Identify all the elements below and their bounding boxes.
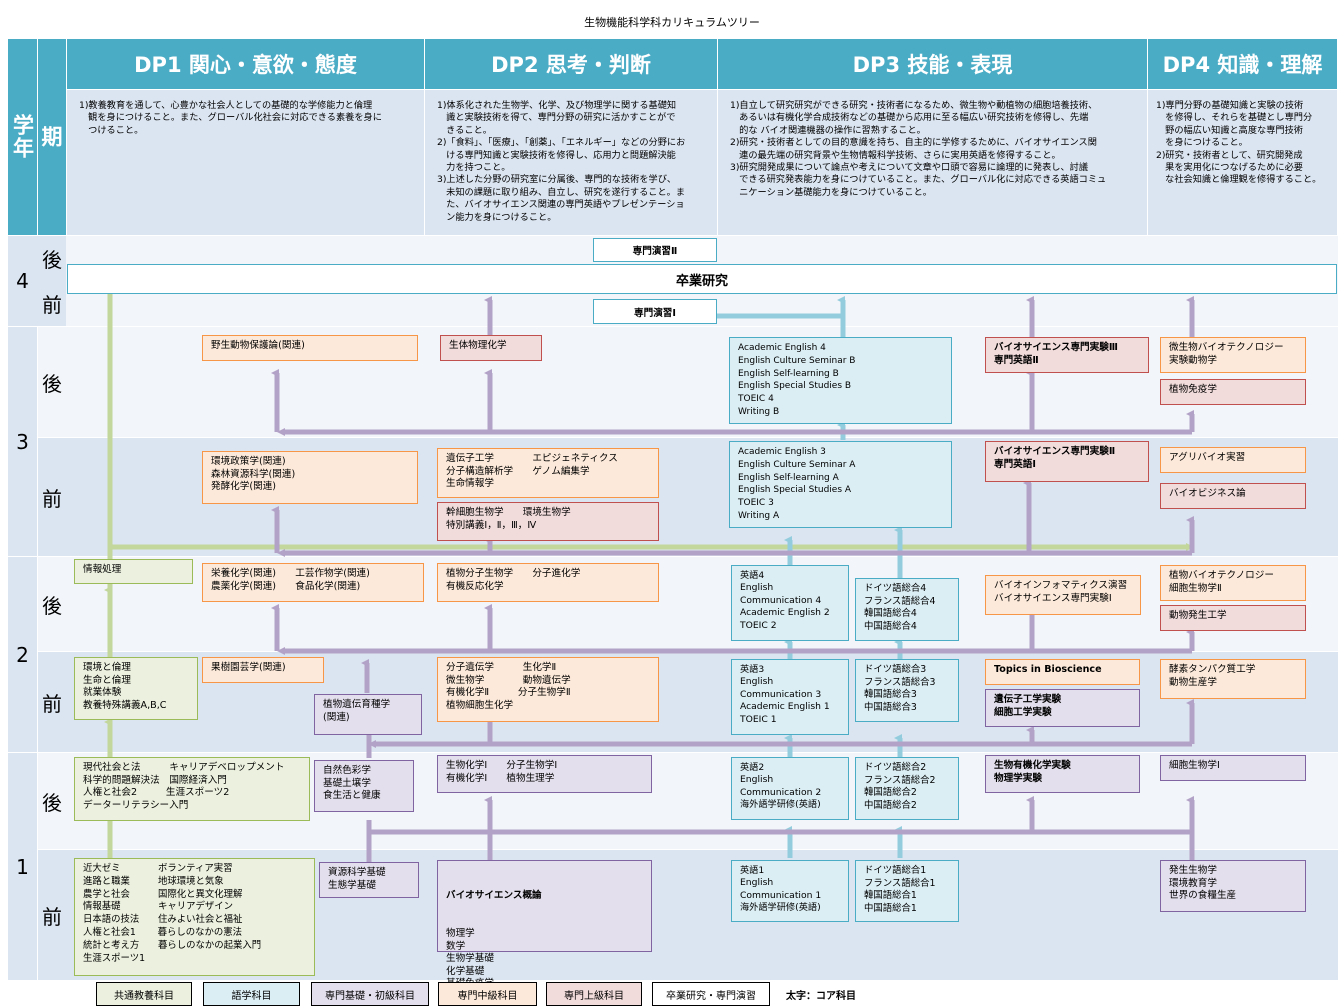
course-biobusiness: バイオビジネス論 xyxy=(1160,483,1306,509)
course-microbial-biotech: 微生物バイオテクノロジー 実験動物学 xyxy=(1160,337,1306,373)
legend-advanced: 専門上級科目 xyxy=(546,982,642,1006)
term-y4-late: 後 xyxy=(38,236,66,280)
grade-header: 学年 xyxy=(8,39,37,235)
grade-2: 2 xyxy=(8,557,37,752)
term-y4-early: 前 xyxy=(38,281,66,326)
course-resource-science: 資源科学基礎 生態学基礎 xyxy=(319,862,419,898)
course-info-processing: 情報処理 xyxy=(74,559,193,584)
dp2-title: DP2 思考・判断 xyxy=(425,39,717,89)
term-header: 期 xyxy=(38,39,66,235)
legend-basic: 専門基礎・初級科目 xyxy=(311,982,429,1006)
course-wildlife: 野生動物保護論(関連) xyxy=(202,335,418,361)
course-env-policy: 環境政策学(関連) 森林資源科学(関連) 発酵化学(関連) xyxy=(202,451,418,504)
term-y3-late: 後 xyxy=(38,327,66,437)
course-english-y3-late: Academic English 4 English Culture Semin… xyxy=(729,337,952,424)
course-genetic-eng: 遺伝子工学 エピジェネティクス 分子構造解析学 ゲノム編集学 生命情報学 xyxy=(437,448,659,498)
term-y1-early: 前 xyxy=(38,850,66,980)
course-lang-1: ドイツ語総合1 フランス語総合1 韓国語総合1 中国語総合1 xyxy=(855,860,959,922)
course-lang-2: ドイツ語総合2 フランス語総合2 韓国語総合2 中国語総合2 xyxy=(855,757,959,820)
course-bioscience-intro: バイオサイエンス概論 物理学 数学 生物学基礎 化学基礎 基礎免疫学 xyxy=(437,860,652,989)
course-lang-3: ドイツ語総合3 フランス語総合3 韓国語総合3 中国語総合3 xyxy=(855,659,959,722)
page-title: 生物機能科学科カリキュラムツリー xyxy=(584,16,760,29)
course-biophysical-chem: 生体物理化学 xyxy=(440,335,542,361)
dp3-title: DP3 技能・表現 xyxy=(718,39,1147,89)
seminar-2: 専門演習Ⅱ xyxy=(593,238,717,262)
course-gene-eng-exp: 遺伝子工学実験 細胞工学実験 xyxy=(985,689,1140,727)
grade-4: 4 xyxy=(8,236,37,326)
course-bioscience-exp-3: バイオサイエンス専門実験Ⅲ 専門英語Ⅱ xyxy=(985,337,1149,373)
course-enzyme-protein: 酵素タンパク質工学 動物生産学 xyxy=(1160,659,1306,699)
course-lang-4: ドイツ語総合4 フランス語総合4 韓国語総合4 中国語総合4 xyxy=(855,578,959,641)
dp4-title: DP4 知識・理解 xyxy=(1148,39,1337,89)
course-cell-bio-1: 細胞生物学Ⅰ xyxy=(1160,755,1306,781)
course-stemcell-bio: 幹細胞生物学 環境生物学 特別講義Ⅰ，Ⅱ，Ⅲ，Ⅳ xyxy=(437,502,659,541)
course-plant-biotech: 植物バイオテクノロジー 細胞生物学Ⅱ xyxy=(1160,565,1306,601)
course-env-ethics: 環境と倫理 生命と倫理 就業体験 教養特殊講義A,B,C xyxy=(74,657,198,720)
grade-header-label: 学年 xyxy=(10,114,35,160)
course-bioscience-intro-title: バイオサイエンス概論 xyxy=(446,890,542,902)
course-molecular-genetics: 分子遺伝学 生化学Ⅱ 微生物学 動物遺伝学 有機化学Ⅱ 分子生物学Ⅱ 植物細胞生… xyxy=(437,657,659,722)
course-animal-dev-eng: 動物発生工学 xyxy=(1160,605,1306,631)
course-kindai-seminar: 近大ゼミ ボランティア実習 進路と職業 地球環境と気象 農学と社会 国際化と異文… xyxy=(74,858,315,976)
course-plant-breeding: 植物遺伝育種学 (関連) xyxy=(314,694,422,735)
seminar-1: 専門演習Ⅰ xyxy=(593,299,717,324)
course-modern-society: 現代社会と法 キャリアデベロップメント 科学的問題解決法 国際経済入門 人権と社… xyxy=(74,757,310,821)
course-plant-molecular: 植物分子生物学 分子進化学 有機反応化学 xyxy=(437,563,659,602)
course-bioscience-exp-2: バイオサイエンス専門実験Ⅱ 専門英語Ⅰ xyxy=(985,441,1149,482)
course-english-2: 英語2 English Communication 2 海外語学研修(英語) xyxy=(731,757,849,820)
term-y3-early: 前 xyxy=(38,438,66,556)
course-bioinformatics: バイオインフォマティクス演習 バイオサイエンス専門実験Ⅰ xyxy=(985,575,1141,615)
dp4-description: 1)専門分野の基礎知識と実験の技術 を修得し、それらを基礎とし専門分 野の幅広い… xyxy=(1148,90,1337,235)
course-developmental-bio: 発生生物学 環境教育学 世界の食糧生産 xyxy=(1160,860,1306,912)
legend-core-note: 太字：コア科目 xyxy=(786,990,856,1002)
dp1-description: 1)教養教育を通して、心豊かな社会人としての基礎的な学修能力と倫理 観を身につけ… xyxy=(67,90,424,235)
grade-1: 1 xyxy=(8,753,37,980)
course-plant-immunology: 植物免疫学 xyxy=(1160,379,1306,405)
term-header-label: 期 xyxy=(41,125,63,149)
legend-language: 語学科目 xyxy=(203,982,300,1006)
dp1-title: DP1 関心・意欲・態度 xyxy=(67,39,424,89)
term-y2-late: 後 xyxy=(38,557,66,651)
grade-3: 3 xyxy=(8,327,37,556)
course-english-y3-early: Academic English 3 English Culture Semin… xyxy=(729,441,952,528)
course-bio-organic-exp: 生物有機化学実験 物理学実験 xyxy=(985,755,1140,793)
course-nutrition-chem: 栄養化学(関連) 工芸作物学(関連) 農薬化学(関連) 食品化学(関連) xyxy=(202,563,424,602)
dp3-description: 1)自立して研究研究ができる研究・技術者になるため、微生物や動植物の細胞培養技術… xyxy=(718,90,1147,235)
course-biochem-1: 生物化学Ⅰ 分子生物学Ⅰ 有機化学Ⅰ 植物生理学 xyxy=(437,755,652,793)
course-english-1: 英語1 English Communication 1 海外語学研修(英語) xyxy=(731,860,849,922)
course-agribio-practice: アグリバイオ実習 xyxy=(1160,447,1306,473)
legend-middle: 専門中級科目 xyxy=(438,982,537,1006)
course-english-4: 英語4 English Communication 4 Academic Eng… xyxy=(731,565,849,641)
course-natural-color: 自然色彩学 基礎土壌学 食生活と健康 xyxy=(314,760,414,812)
term-y1-late: 後 xyxy=(38,753,66,849)
term-y2-early: 前 xyxy=(38,652,66,752)
course-fruit-horticulture: 果樹園芸学(関連) xyxy=(202,657,324,683)
dp2-description: 1)体系化された生物学、化学、及び物理学に関する基礎知 識と実験技術を得て、専門… xyxy=(425,90,717,235)
legend-common: 共通教養科目 xyxy=(96,982,192,1006)
course-english-3: 英語3 English Communication 3 Academic Eng… xyxy=(731,659,849,735)
graduation-research: 卒業研究 xyxy=(67,264,1337,294)
legend-thesis: 卒業研究・専門演習 xyxy=(652,982,770,1006)
course-topics-bioscience: Topics in Bioscience xyxy=(985,659,1140,685)
